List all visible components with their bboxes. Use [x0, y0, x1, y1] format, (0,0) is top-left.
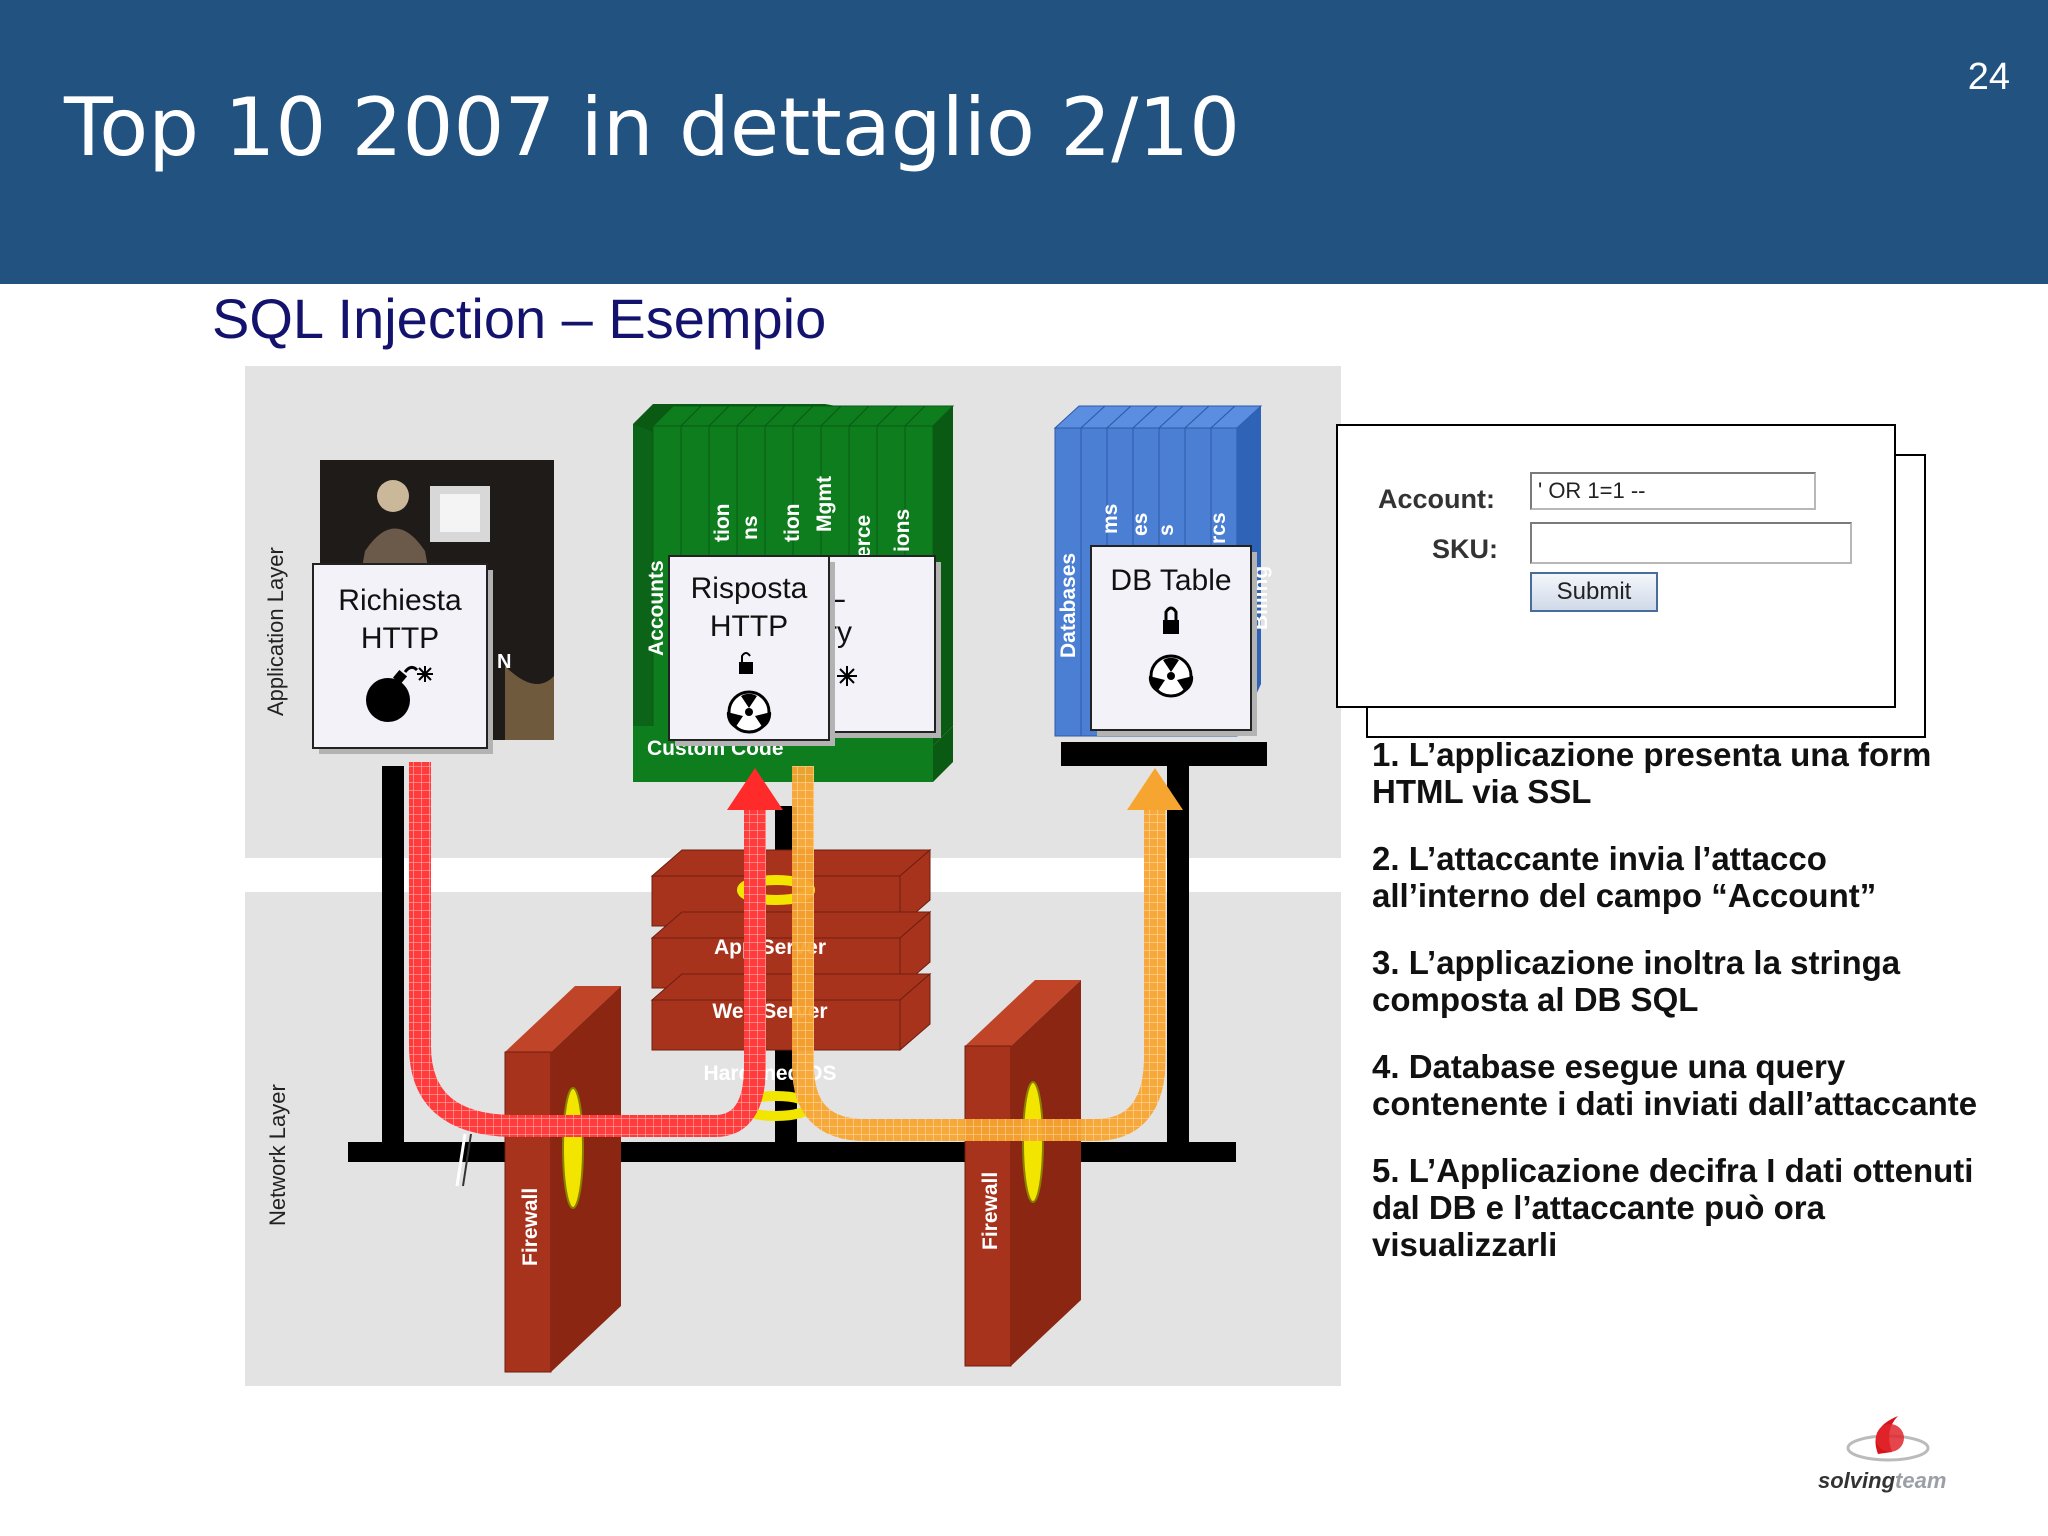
stack-label-ns: ns [739, 515, 762, 540]
sku-input[interactable] [1530, 522, 1852, 564]
sql-injection-diagram: Application Layer Network Layer N [245, 366, 1341, 1386]
firewall-label-right: Firewall [979, 1172, 1002, 1250]
db-label-es: es [1129, 513, 1152, 536]
step-item: 4. Database esegue una query contenente … [1372, 1048, 1978, 1122]
header-bar: Top 10 2007 in dettaglio 2/10 24 [0, 0, 2048, 284]
response-label-2: HTTP [710, 610, 788, 643]
firewall-left: Firewall [504, 986, 621, 1373]
step-item: 1. L’applicazione presenta una form HTML… [1372, 736, 1932, 810]
db-label-ms: ms [1099, 504, 1122, 534]
stack-label-ions: ions [891, 509, 914, 552]
attack-flow-arrow [409, 762, 766, 1137]
request-label-2: HTTP [361, 622, 439, 655]
radiation-icon [726, 690, 772, 734]
stack-label-tion: tion [711, 504, 734, 542]
stack-label-accounts: Accounts [645, 560, 668, 656]
steps-list: 1. L’applicazione presenta una form HTML… [1372, 736, 1992, 1293]
step-item: 5. L’Applicazione decifra I dati ottenut… [1372, 1152, 1974, 1263]
db-shelf [1061, 742, 1267, 766]
page-number: 24 [1967, 56, 2010, 98]
left-post [382, 766, 404, 1156]
db-table-label: DB Table [1110, 564, 1231, 597]
sku-label: SKU: [1432, 534, 1498, 564]
response-label-1: Risposta [691, 572, 808, 605]
stack-label-erce: erce [852, 515, 875, 558]
peek-box-sql-query: L ry [824, 555, 941, 738]
application-layer-label: Application Layer [263, 547, 288, 716]
stack-label-tion-2: tion [781, 504, 804, 542]
network-layer-label: Network Layer [265, 1084, 290, 1226]
slide-subtitle: SQL Injection – Esempio [212, 287, 827, 350]
firewall-label-left: Firewall [519, 1188, 542, 1266]
account-input[interactable] [1530, 472, 1816, 510]
logo-text-solving: solving [1818, 1468, 1896, 1493]
step-item: 3. L’applicazione inoltra la stringa com… [1372, 944, 1901, 1018]
response-http-box: Risposta HTTP [668, 555, 835, 746]
logo-mark-icon [1846, 1416, 1930, 1462]
bomb-icon [366, 665, 433, 722]
stack-label-mgmt: Mgmt [813, 476, 836, 532]
page-title: Top 10 2007 in dettaglio 2/10 [64, 81, 1241, 174]
step-item: 2. L’attaccante invia l’attacco all’inte… [1372, 840, 1877, 914]
firewall-right: Firewall [964, 980, 1081, 1367]
login-form-panel: Account: SKU: Submit [1336, 424, 1896, 708]
db-label-databases: Databases [1057, 553, 1080, 658]
submit-button[interactable]: Submit [1530, 572, 1658, 612]
request-http-box: Richiesta HTTP [312, 563, 493, 754]
db-label-rcs: rcs [1207, 512, 1230, 544]
db-label-s: s [1155, 524, 1178, 536]
radiation-icon [1148, 654, 1194, 698]
account-label: Account: [1378, 484, 1495, 514]
lock-icon [1163, 606, 1179, 634]
request-label-1: Richiesta [338, 584, 462, 617]
lock-icon [739, 652, 753, 674]
photo-letter-n: N [497, 651, 511, 673]
logo-text-team: team [1895, 1468, 1947, 1493]
server-label-os: Hardened OS [703, 1062, 836, 1085]
right-post [1167, 746, 1189, 1146]
solvingteam-logo: solvingteam [1818, 1408, 1968, 1498]
data-flow-arrow [792, 766, 1166, 1141]
db-table-box: DB Table [1090, 545, 1257, 736]
